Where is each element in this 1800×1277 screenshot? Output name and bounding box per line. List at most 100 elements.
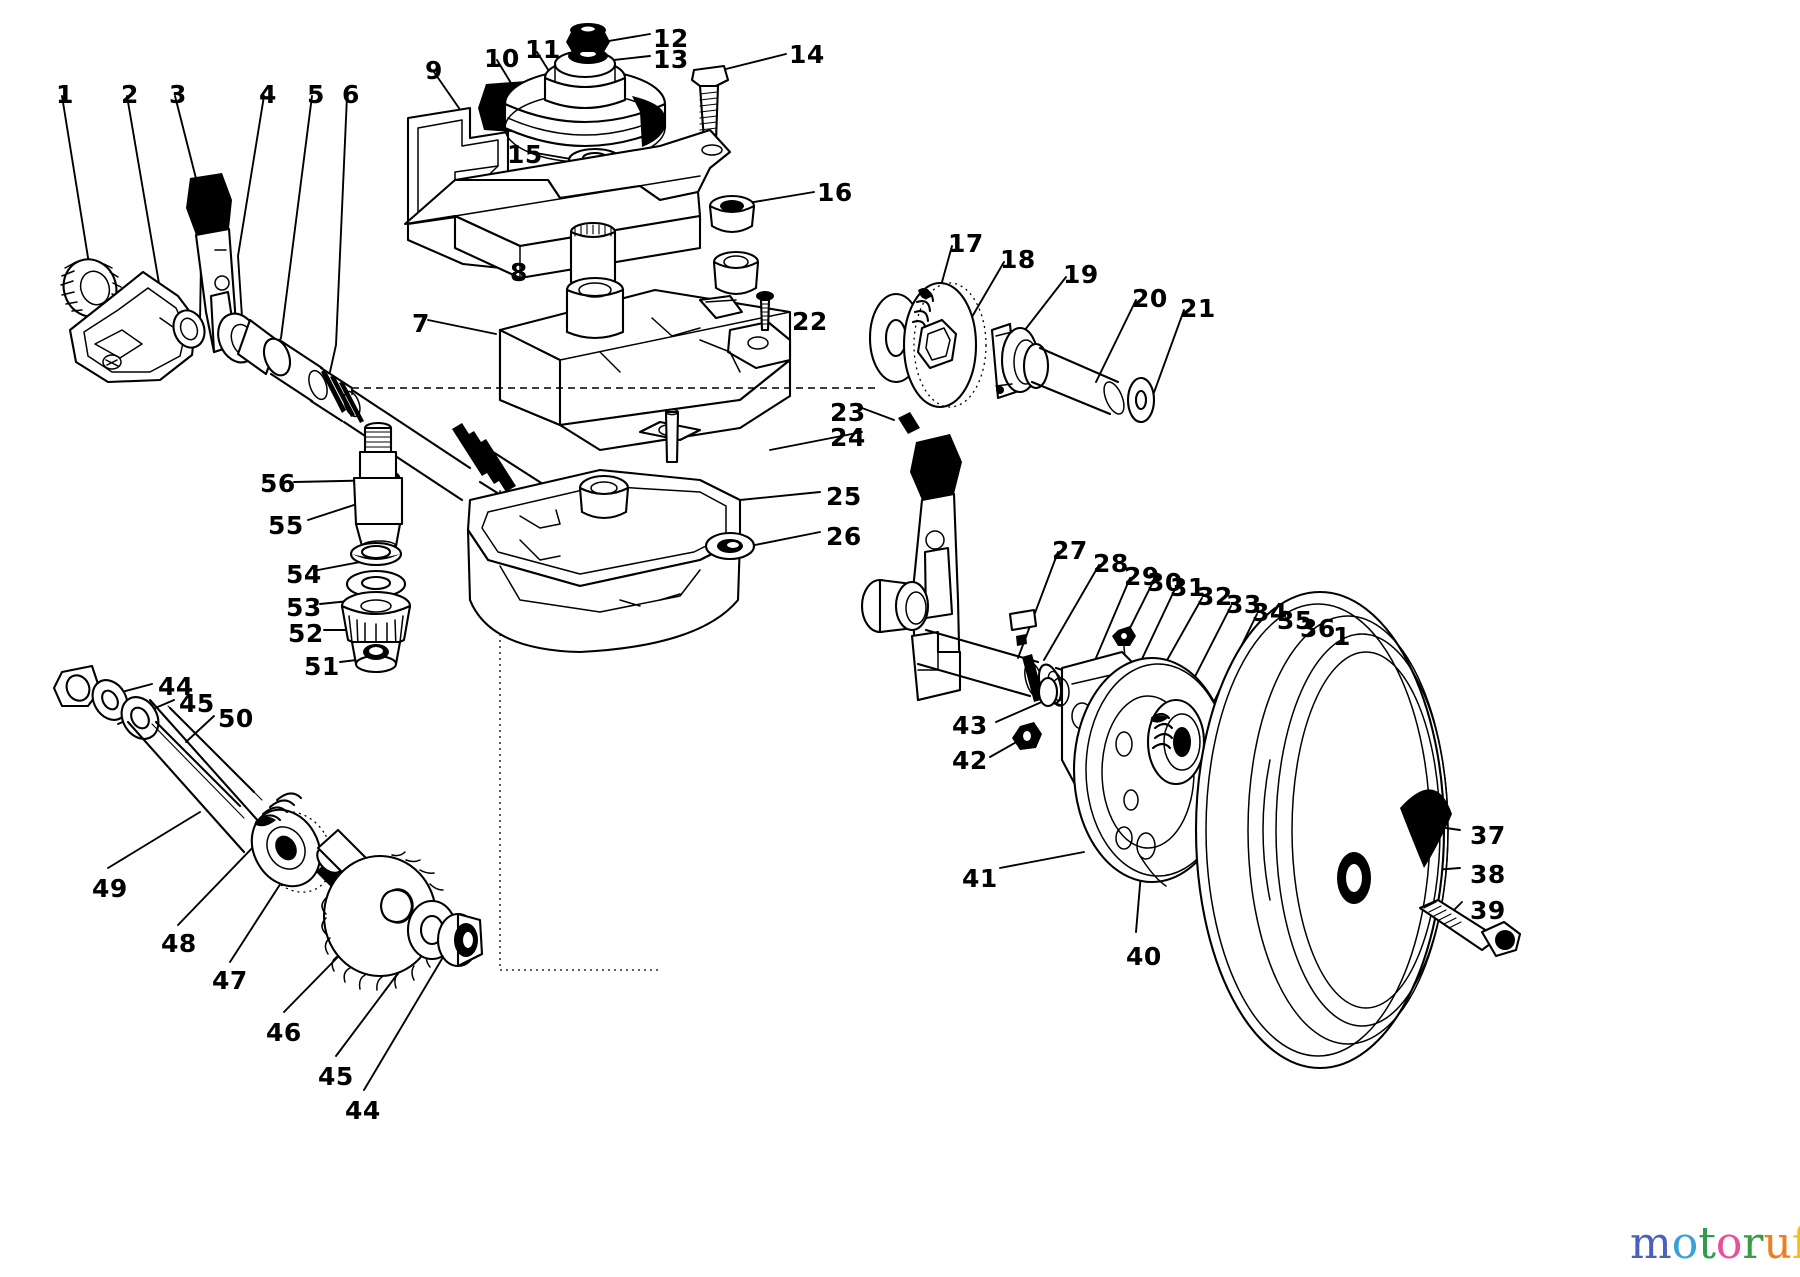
part-51-gear-hub <box>350 640 402 674</box>
part-28-pin <box>1016 634 1027 646</box>
callout-number-53: 53 <box>286 593 322 622</box>
watermark-letter-1: o <box>1671 1218 1699 1269</box>
pinion-shaft-group <box>868 281 1156 434</box>
callout-number-19: 19 <box>1063 260 1099 289</box>
callout-number-25: 25 <box>826 482 862 511</box>
part-7-gear-case-cover <box>351 194 880 971</box>
callout-number-11: 11 <box>525 35 561 64</box>
axle-inner-hub <box>860 578 930 634</box>
worm-shaft-assembly <box>52 664 484 991</box>
callout-number-17: 17 <box>948 229 984 258</box>
callout-number-28: 28 <box>1093 549 1129 578</box>
part-23-roll-pin <box>898 412 920 434</box>
gear-case-housing <box>466 468 756 654</box>
callout-number-22: 22 <box>792 307 828 336</box>
callout-number-44: 44 <box>158 672 194 701</box>
part-54-thrust-washer <box>349 541 403 567</box>
part-18-clutch-spring-gear <box>902 281 987 409</box>
callout-number-37: 37 <box>1470 821 1506 850</box>
callout-number-27: 27 <box>1052 536 1088 565</box>
callout-number-12: 12 <box>653 24 689 53</box>
part-45-washer-b <box>120 696 160 740</box>
callout-number-4: 4 <box>259 80 277 109</box>
watermark-letter-2: t <box>1698 1218 1716 1269</box>
callout-number-14: 14 <box>789 40 825 69</box>
cover-upper-boss <box>712 250 760 296</box>
callout-number-54: 54 <box>286 560 322 589</box>
cover-boss <box>565 276 625 340</box>
callout-number-44b: 44 <box>345 1096 381 1125</box>
part-22-cover-bolt <box>756 291 774 332</box>
callout-number-56: 56 <box>260 469 296 498</box>
callout-number-42: 42 <box>952 746 988 775</box>
callout-number-33: 33 <box>1226 590 1262 619</box>
callout-number-49: 49 <box>92 874 128 903</box>
callout-number-52: 52 <box>288 619 324 648</box>
callout-number-38: 38 <box>1470 860 1506 889</box>
callout-number-36: 36 <box>1300 614 1336 643</box>
left-gear-bracket-assembly <box>60 173 568 528</box>
callout-number-8: 8 <box>510 258 528 287</box>
watermark-letter-4: r <box>1742 1218 1764 1269</box>
part-45-washer <box>91 679 129 721</box>
part-12-hex-nut <box>566 23 610 52</box>
callout-number-41: 41 <box>962 864 998 893</box>
part-44-hex-nut <box>52 664 102 708</box>
motoruf-watermark: motoruf.de <box>1630 1222 1800 1266</box>
callout-number-24: 24 <box>830 423 866 452</box>
part-39-wheel-bolt <box>1418 898 1522 958</box>
callout-number-15: 15 <box>507 140 543 169</box>
watermark-letter-3: o <box>1715 1218 1743 1269</box>
callout-number-6: 6 <box>342 80 360 109</box>
shaft-collar <box>452 423 516 492</box>
callout-number-10: 10 <box>484 44 520 73</box>
part-14-flange-bolt <box>690 64 730 142</box>
part-48-worm-gear <box>250 792 333 893</box>
wheel-and-tire <box>1194 590 1522 1070</box>
callout-number-30: 30 <box>1147 568 1183 597</box>
callout-number-35: 35 <box>1277 606 1313 635</box>
part-40-wheel-hub <box>1146 698 1206 786</box>
callout-number-47: 47 <box>212 966 248 995</box>
part-49-worm-shaft <box>126 698 270 854</box>
callout-number-51: 51 <box>304 652 340 681</box>
callout-number-45: 45 <box>179 689 215 718</box>
part-1-pinion-gear <box>60 258 122 318</box>
callout-number-16: 16 <box>817 178 853 207</box>
pulley-and-belt-cover <box>403 23 732 289</box>
part-52-bevel-gear <box>340 590 412 653</box>
callout-number-1: 1 <box>56 80 74 109</box>
callout-number-46: 46 <box>266 1018 302 1047</box>
callout-number-32: 32 <box>1197 582 1233 611</box>
callout-number-7: 7 <box>412 309 430 338</box>
callout-number-23: 23 <box>830 398 866 427</box>
part-21-shaft-washer <box>1126 376 1156 424</box>
housing-right-boss <box>704 531 756 561</box>
watermark-letter-5: u <box>1763 1218 1792 1269</box>
callout-number-9: 9 <box>425 56 443 85</box>
part-44-nut-lower <box>436 912 484 968</box>
bevel-gear-stack <box>340 421 412 674</box>
part-24-dowel-pin <box>664 408 680 464</box>
callout-number-31: 31 <box>1170 573 1206 602</box>
leader-lines-pinion <box>739 245 1185 547</box>
part-6-spline <box>309 366 364 423</box>
callout-number-21: 21 <box>1180 294 1216 323</box>
axle-wheel-assembly <box>860 578 1268 887</box>
part-27-woodruff-key <box>1008 608 1038 632</box>
part-42-nut <box>1012 722 1042 750</box>
part-11-drive-pulley <box>503 49 667 163</box>
watermark-letter-0: m <box>1630 1218 1672 1269</box>
callout-number-45b: 45 <box>318 1062 354 1091</box>
part-16-bearing-seal <box>708 194 756 234</box>
part-38-wheel-bushing <box>1337 852 1371 904</box>
callout-number-50: 50 <box>218 704 254 733</box>
callout-number-5: 5 <box>307 80 325 109</box>
part-2-gear-housing-bracket <box>68 270 206 384</box>
callout-number-48: 48 <box>161 929 197 958</box>
part-55-gear-shaft <box>352 421 404 552</box>
callout-number-55: 55 <box>268 511 304 540</box>
callout-number-13: 13 <box>653 45 689 74</box>
callout-number-40: 40 <box>1126 942 1162 971</box>
